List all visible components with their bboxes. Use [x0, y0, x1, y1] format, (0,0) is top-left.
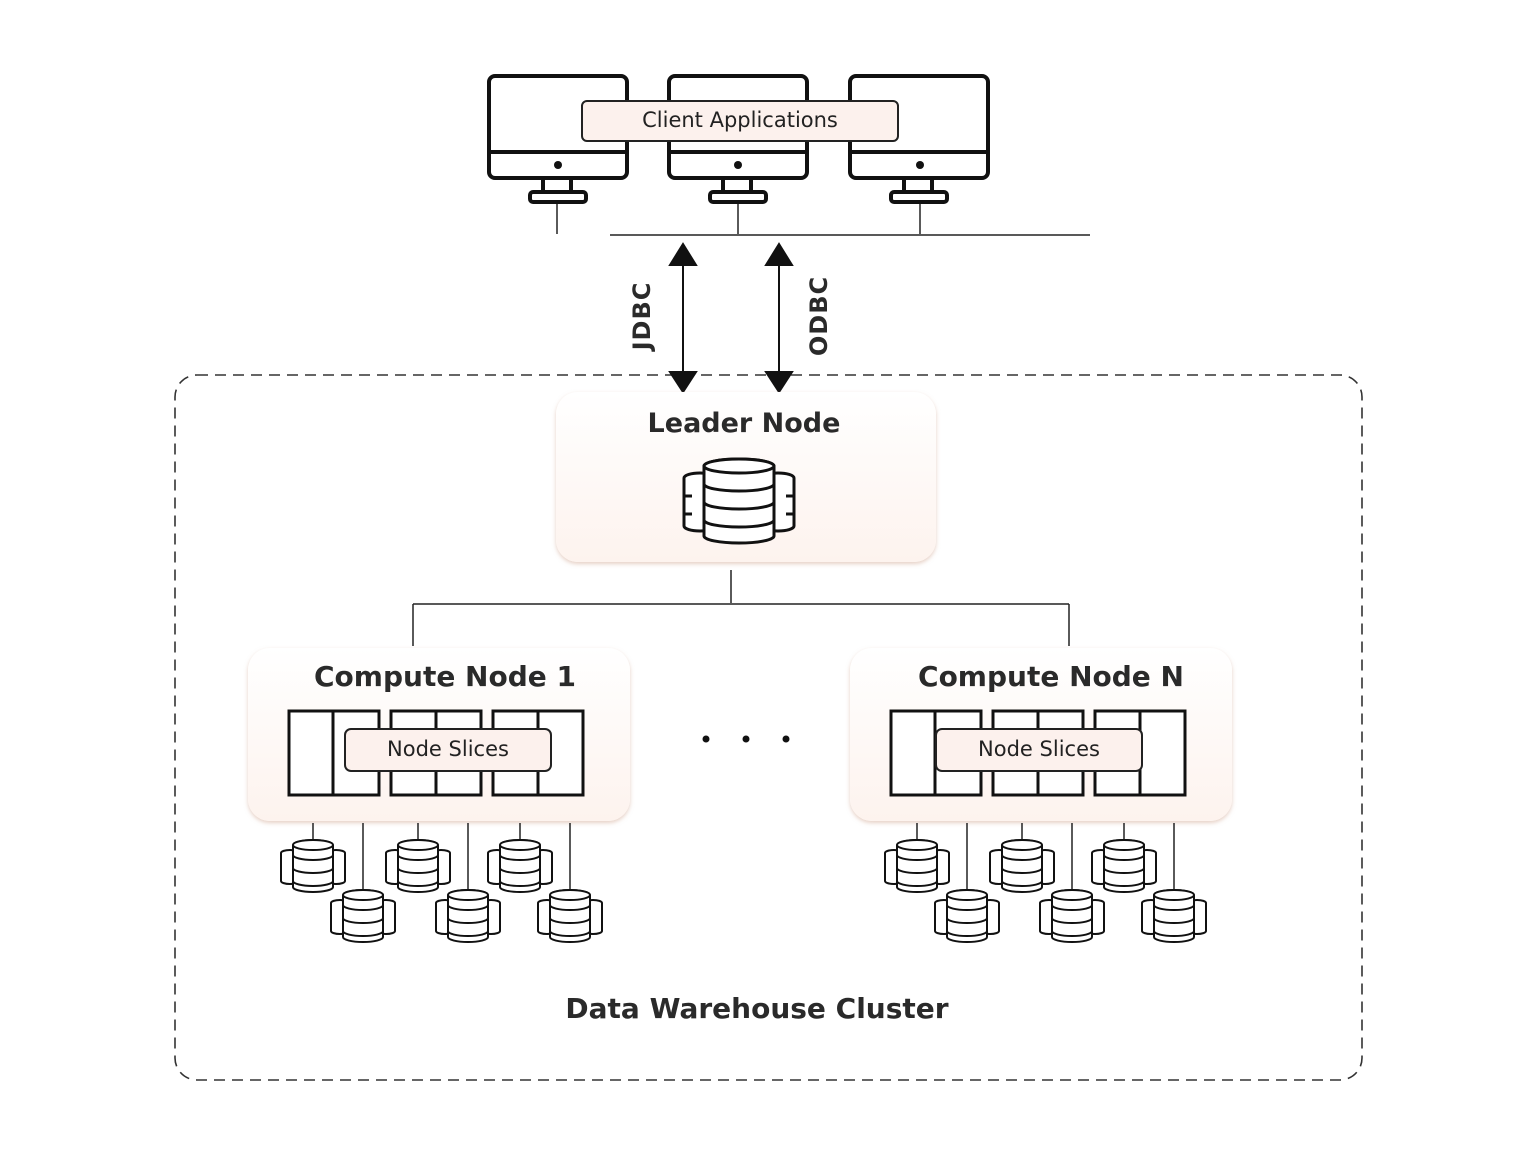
- odbc-arrow: [764, 242, 794, 394]
- cluster-label: Data Warehouse Cluster: [565, 992, 949, 1025]
- client-bus: [556, 204, 1090, 236]
- storage-database-icon: [1039, 889, 1105, 943]
- jdbc-arrow: [668, 242, 698, 394]
- compute-node-n-slices-label: Node Slices: [935, 728, 1143, 772]
- client-applications-label: Client Applications: [581, 100, 899, 142]
- storage-database-icon: [537, 889, 603, 943]
- storage-database-icon: [330, 889, 396, 943]
- compute-node-n-title: Compute Node N: [918, 660, 1184, 693]
- leader-connector: [412, 570, 1070, 646]
- leader-node-title: Leader Node: [647, 408, 841, 439]
- storage-database-icon: [280, 839, 346, 893]
- storage-database-icon: [487, 839, 553, 893]
- compute-node-1-title: Compute Node 1: [314, 660, 576, 693]
- leader-database-icon: [682, 457, 796, 545]
- storage-database-icon: [1141, 889, 1207, 943]
- storage-database-icon: [934, 889, 1000, 943]
- storage-database-icon: [989, 839, 1055, 893]
- storage-database-icon: [884, 839, 950, 893]
- storage-database-icon: [435, 889, 501, 943]
- storage-database-icon: [385, 839, 451, 893]
- ellipsis-dots: [702, 735, 790, 743]
- compute-node-1-slices-label: Node Slices: [344, 728, 552, 772]
- storage-database-icon: [1091, 839, 1157, 893]
